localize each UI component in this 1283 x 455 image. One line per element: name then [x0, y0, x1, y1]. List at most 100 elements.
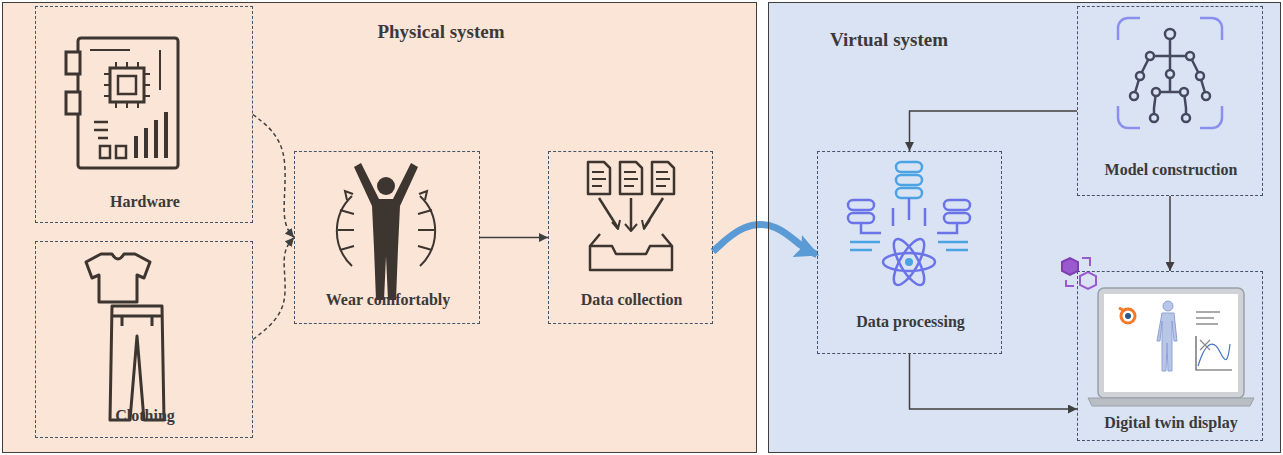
person-icon	[377, 177, 395, 195]
process-box: Data collection	[548, 151, 713, 324]
system-panel: HardwareClothing Wear comfortably Data col…	[2, 2, 757, 453]
data-collection-icon	[590, 234, 672, 270]
cube-sync-icon	[1066, 258, 1090, 286]
clothing-icon	[86, 254, 150, 302]
circuit-board-icon	[104, 62, 150, 108]
flow-arrow	[253, 238, 294, 340]
skeleton-model-icon	[1180, 88, 1188, 96]
skeleton-model-icon	[1136, 72, 1144, 80]
person-icon	[354, 163, 418, 300]
data-collection-icon	[599, 198, 663, 230]
laptop-display-icon	[1088, 288, 1254, 406]
laptop-display-icon	[1196, 336, 1232, 370]
data-processing-icon	[944, 200, 970, 210]
box-label: Data processing	[856, 313, 965, 331]
flow-arrow	[1169, 196, 1171, 271]
box-label: Data collection	[581, 291, 683, 309]
circuit-board-icon	[118, 76, 136, 94]
skeleton-model-icon	[1150, 114, 1158, 122]
circuit-board-icon	[66, 52, 80, 74]
skeleton-model-icon	[1166, 70, 1174, 78]
data-collection-icon	[612, 220, 650, 231]
skeleton-model-icon	[1130, 92, 1138, 100]
circuit-board-icon	[66, 38, 178, 168]
laptop-display-icon	[1088, 398, 1254, 406]
display-box: Digital twin display	[1077, 271, 1263, 441]
data-processing-icon	[883, 235, 935, 289]
data-processing-icon	[888, 235, 930, 289]
person-icon	[337, 191, 435, 266]
data-collection-icon	[590, 246, 672, 254]
person-icon	[337, 163, 435, 300]
circuit-board-icon	[66, 92, 80, 114]
person-icon	[345, 191, 427, 200]
physical-panel-ground	[2, 2, 757, 453]
flow-arrow	[910, 354, 1078, 409]
laptop-display-icon	[1098, 288, 1244, 398]
laptop-display-icon	[1200, 340, 1210, 350]
connector-layer	[253, 111, 1170, 409]
cube-sync-icon	[1080, 272, 1096, 289]
data-processing-icon	[944, 213, 970, 223]
circuit-board-icon	[94, 122, 108, 138]
skeleton-model-icon	[1186, 52, 1194, 60]
skeleton-model-icon	[1182, 114, 1190, 122]
flow-arrow	[253, 115, 294, 238]
data-processing-icon	[848, 213, 874, 223]
skeleton-model-icon	[1130, 29, 1210, 122]
process-box: Wear comfortably	[294, 151, 480, 324]
circuit-board-icon	[100, 146, 110, 158]
data-processing-icon	[896, 188, 922, 198]
flow-arrow	[480, 237, 548, 239]
system-panel: Model constructionData processingDigital…	[768, 2, 1281, 453]
laptop-display-icon	[1163, 301, 1173, 311]
cube-sync-icon	[1062, 258, 1096, 289]
box-label: Model construction	[1105, 161, 1238, 179]
skeleton-model-icon	[1146, 52, 1154, 60]
skeleton-model-icon	[1152, 88, 1160, 96]
data-processing-icon	[905, 258, 913, 266]
data-processing-icon	[888, 235, 930, 289]
skeleton-model-icon	[1202, 92, 1210, 100]
laptop-display-icon	[1196, 312, 1232, 370]
box-label: Clothing	[115, 407, 175, 425]
clothing-icon	[110, 306, 164, 420]
virtual-panel-ground	[768, 2, 1281, 453]
clothing-icon	[112, 316, 162, 326]
process-box: Model construction	[1077, 6, 1263, 196]
laptop-display-icon	[1157, 301, 1177, 371]
process-box: Data processing	[817, 151, 1002, 354]
data-processing-icon	[848, 200, 874, 210]
laptop-display-icon	[1104, 294, 1238, 392]
transfer-arrow	[713, 225, 817, 255]
data-collection-icon	[588, 162, 674, 270]
skeleton-model-icon	[1196, 72, 1204, 80]
skeleton-model-icon	[1165, 29, 1175, 39]
skeleton-model-icon	[1118, 18, 1222, 128]
data-processing-icon	[848, 198, 970, 250]
circuit-board-icon	[116, 146, 126, 158]
flow-arrow	[910, 111, 1078, 151]
data-processing-icon	[896, 162, 922, 198]
data-collection-icon	[588, 162, 674, 194]
cube-sync-icon	[1062, 258, 1078, 275]
laptop-display-icon	[1119, 308, 1125, 311]
data-collection-icon	[592, 172, 670, 186]
box-label: Wear comfortably	[326, 291, 451, 309]
panel-title: Physical system	[377, 21, 504, 43]
component-box: Clothing	[35, 241, 253, 438]
circuit-board-icon	[110, 68, 144, 102]
laptop-display-icon	[1157, 313, 1177, 371]
circuit-board-icon	[136, 112, 166, 158]
box-label: Hardware	[110, 193, 180, 211]
box-label: Digital twin display	[1104, 414, 1237, 432]
data-processing-icon	[896, 162, 922, 172]
data-processing-icon	[883, 253, 935, 271]
component-box: Hardware	[35, 6, 253, 223]
skeleton-model-icon	[1134, 40, 1206, 118]
circuit-board-icon	[90, 50, 160, 90]
data-processing-icon	[896, 175, 922, 185]
